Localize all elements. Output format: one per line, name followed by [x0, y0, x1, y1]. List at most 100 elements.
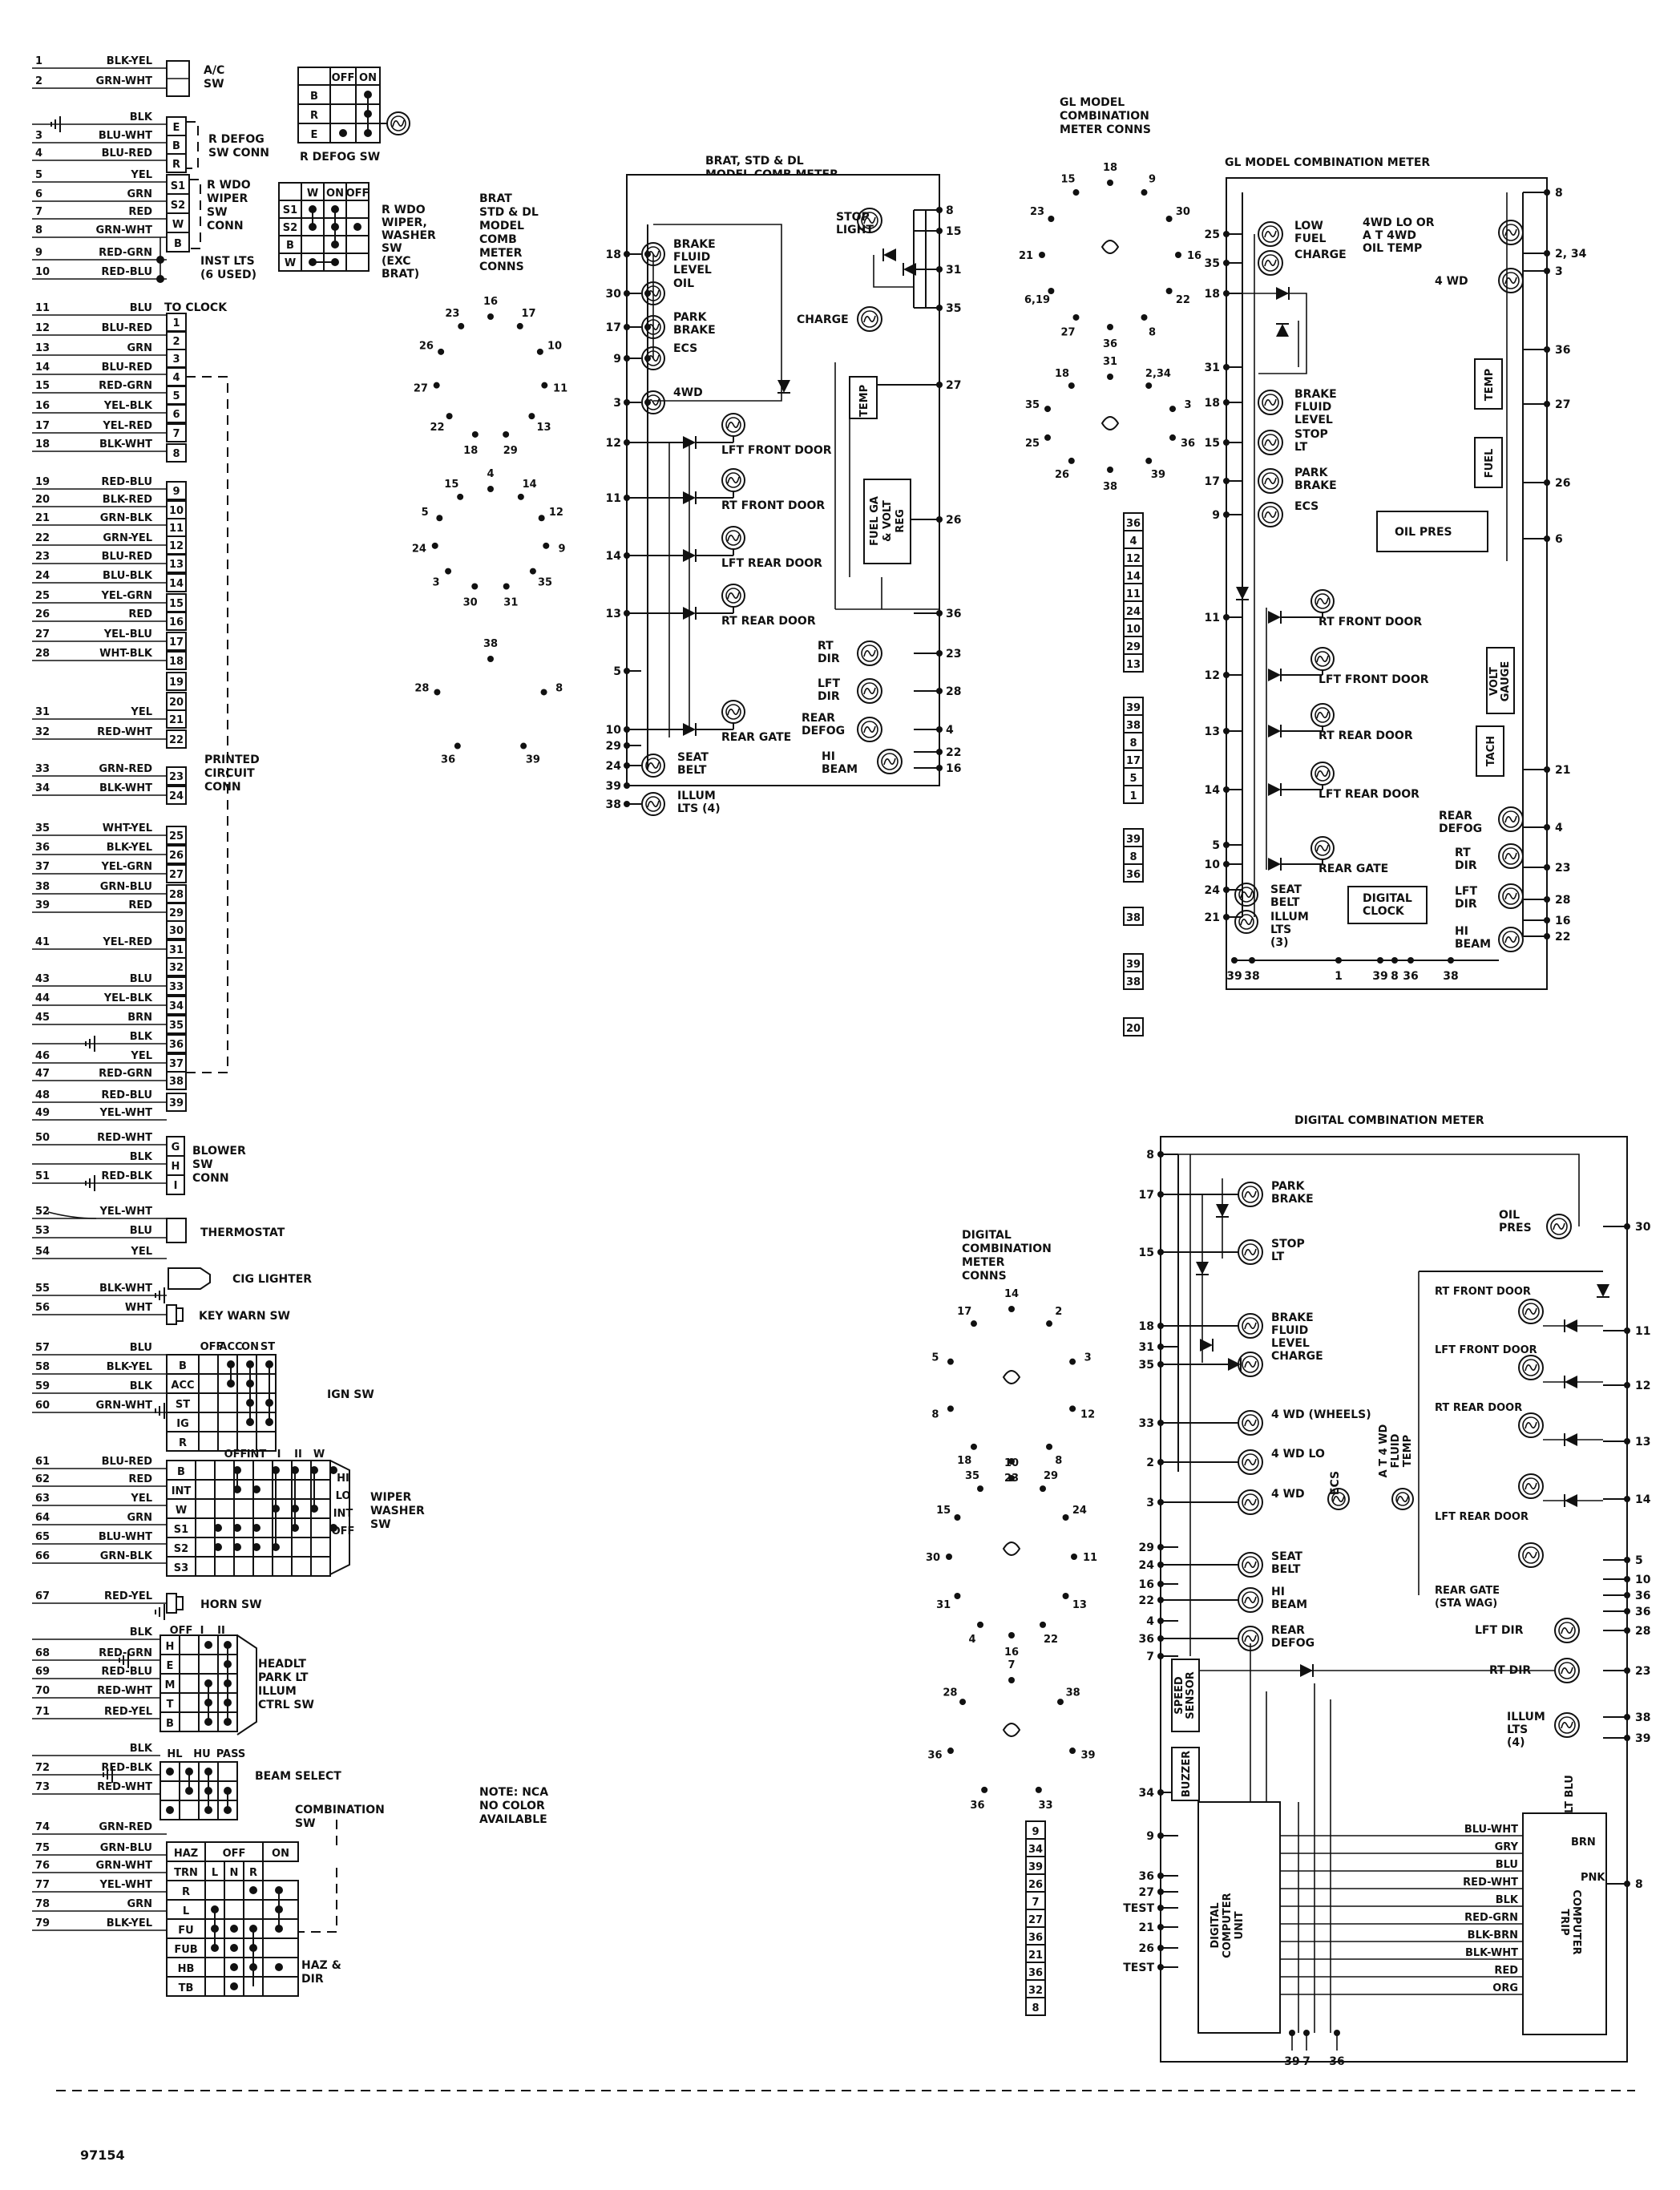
pin-number: 35 — [1139, 1359, 1154, 1372]
wire-number: 62 — [35, 1473, 50, 1485]
r-defog-conn-label: R DEFOG — [208, 133, 265, 146]
lo4wd-label: A T 4WD — [1363, 229, 1416, 242]
pin-label: B — [177, 1466, 185, 1478]
lft-dir-label: LFT DIR — [1475, 1624, 1524, 1637]
pin-dot — [1035, 1786, 1042, 1793]
lamp-label: PARK — [1294, 467, 1329, 479]
pin-number: 39 — [1372, 970, 1387, 983]
splice-dot — [166, 1806, 174, 1814]
pin-number: 3 — [1146, 1497, 1154, 1509]
pin-number: 18 — [1103, 162, 1117, 174]
pin-label: 9 — [172, 486, 180, 498]
pin-number: 23 — [1030, 206, 1044, 218]
pin-label: B — [174, 238, 182, 250]
keyway-icon — [1100, 240, 1120, 254]
connector-box — [195, 1460, 216, 1481]
keyway-icon — [1002, 1541, 1021, 1556]
lft-rear-door-label: LFT REAR DOOR — [1435, 1511, 1529, 1523]
hi-beam-label: BEAM — [822, 763, 858, 776]
pin-number: 29 — [1139, 1541, 1154, 1554]
wire-number: 79 — [35, 1917, 50, 1929]
pin-tag-label: 38 — [1126, 720, 1141, 732]
bulb-icon — [1518, 1299, 1544, 1324]
wire-number: 15 — [35, 380, 50, 392]
digital-conn-face-1: 142312823188517 — [931, 1288, 1095, 1485]
pin-tag — [1123, 907, 1144, 926]
pin-number: 16 — [1139, 1578, 1154, 1591]
diode-icon — [903, 263, 916, 276]
pin-number: 27 — [946, 379, 961, 392]
wire-number: 31 — [35, 706, 50, 718]
pin-dot — [1169, 434, 1176, 441]
pin-number: 6 — [1555, 533, 1563, 546]
splice-dot — [1231, 957, 1238, 964]
sw-head: OFF — [332, 72, 355, 84]
wire-number: 27 — [35, 628, 50, 640]
wire-color: YEL-RED — [102, 420, 152, 432]
pin-number: 27 — [414, 383, 428, 395]
pin-tag-label: 36 — [1028, 1967, 1043, 1979]
pin-dot — [445, 568, 452, 575]
rear-defog-label: DEFOG — [1439, 822, 1482, 835]
cig-lighter-label: CIG LIGHTER — [232, 1273, 312, 1286]
pin-label: G — [172, 1141, 180, 1154]
pin-number: 36 — [1635, 1606, 1650, 1618]
pin-number: 22 — [946, 746, 961, 759]
pin-dot — [1068, 382, 1075, 390]
pin-number: 26 — [1555, 477, 1570, 490]
wire-number: 26 — [35, 608, 50, 620]
connector-box — [195, 1517, 216, 1538]
wire-number: 10 — [35, 266, 50, 278]
pin-number: 35 — [1025, 399, 1040, 411]
pin-number: 39 — [1635, 1732, 1650, 1745]
pin-label: 35 — [169, 1020, 184, 1032]
pin-number: 28 — [946, 685, 961, 698]
bulb-icon — [1238, 1313, 1263, 1339]
wire-color: RED-GRN — [99, 1068, 152, 1080]
sw-head: INT — [247, 1449, 267, 1461]
r-wdo-conn-label: WIPER — [207, 192, 248, 205]
lamp-label: BRAKE — [673, 324, 716, 337]
wire-number: 23 — [35, 551, 50, 563]
connector-box — [233, 1498, 254, 1519]
wire-color: GRN — [127, 342, 152, 354]
splice-dot — [1335, 957, 1342, 964]
pin-number: 38 — [1103, 481, 1117, 493]
bulb-icon — [1391, 1488, 1414, 1510]
pin-number: 21 — [1555, 764, 1570, 777]
wire-number: 68 — [35, 1647, 50, 1659]
diode-icon — [777, 380, 790, 393]
pin-number: 8 — [1055, 1455, 1062, 1467]
connector-box — [224, 1976, 244, 1997]
wire-color: GRN — [127, 1512, 152, 1524]
wire-number: 21 — [35, 512, 50, 524]
wire-number: 17 — [35, 420, 50, 432]
pcb-pin — [166, 1071, 187, 1090]
pin-label: FU — [178, 1925, 193, 1937]
pin-number: 24 — [1139, 1559, 1155, 1572]
bulb-icon — [1554, 1658, 1580, 1683]
wire-number: 34 — [35, 782, 50, 794]
pin-dot — [1008, 1306, 1015, 1312]
pin-number: 2, 34 — [1555, 248, 1587, 261]
pin-dot — [520, 742, 527, 750]
wire-color: BLU-RED — [102, 362, 153, 374]
lamp-label: ILLUM — [1270, 911, 1309, 923]
bulb-icon — [1258, 390, 1283, 415]
pin-number: 30 — [463, 597, 478, 609]
pin-label: 26 — [169, 850, 184, 862]
pin-number: 35 — [1205, 257, 1220, 270]
pin-label: T — [167, 1699, 174, 1711]
lamp-label: LTS (4) — [677, 802, 721, 815]
trip-computer — [1522, 1812, 1607, 2035]
dcu-label: UNIT — [1234, 1911, 1246, 1939]
bulb-icon — [1554, 1618, 1580, 1643]
wire-number: 76 — [35, 1860, 50, 1872]
oil-pres-label: PRES — [1499, 1222, 1532, 1234]
pcb-pin — [166, 1034, 187, 1053]
wiper-washer-label: SW — [370, 1518, 391, 1531]
lamp-label: 4 WD — [1271, 1488, 1305, 1501]
wire-color: BLK — [130, 1151, 153, 1163]
pin-label: 15 — [169, 598, 184, 610]
